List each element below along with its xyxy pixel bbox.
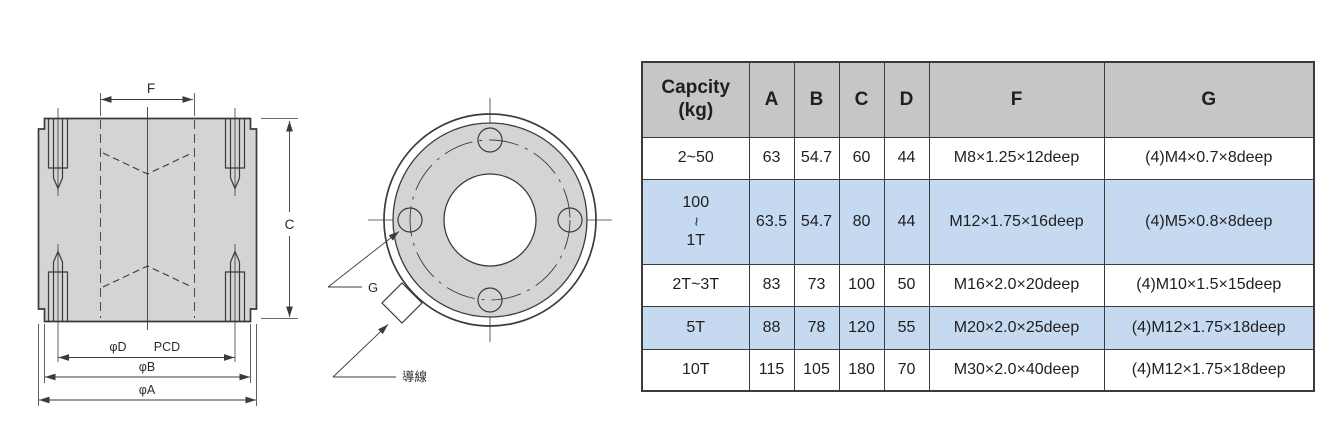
pcd-circle bbox=[409, 139, 571, 301]
cell-f: M20×2.0×25deep bbox=[928, 305, 1105, 350]
cell-capacity: 5T bbox=[641, 305, 750, 350]
cell-c: 180 bbox=[838, 348, 885, 392]
col-header-capacity: Capcity (kg) bbox=[641, 61, 750, 138]
cell-capacity: 100 ~ 1T bbox=[641, 178, 750, 265]
dim-f bbox=[100, 93, 195, 116]
cell-c: 120 bbox=[838, 305, 885, 350]
cell-a: 63 bbox=[748, 136, 795, 180]
center-hole bbox=[443, 173, 537, 267]
cell-a: 83 bbox=[748, 263, 795, 307]
dim-a-label: φA bbox=[139, 383, 156, 397]
col-header-f: F bbox=[928, 61, 1105, 138]
bolt-hole bbox=[397, 207, 423, 233]
cell-capacity: 10T bbox=[641, 348, 750, 392]
cell-d: 44 bbox=[883, 178, 930, 265]
cell-f: M12×1.75×16deep bbox=[928, 178, 1105, 265]
col-header-c: C bbox=[838, 61, 885, 138]
cell-d: 55 bbox=[883, 305, 930, 350]
cell-d: 50 bbox=[883, 263, 930, 307]
cell-g: (4)M12×1.75×18deep bbox=[1103, 348, 1315, 392]
cable-gland bbox=[381, 282, 423, 324]
cell-capacity: 2T~3T bbox=[641, 263, 750, 307]
cell-f: M16×2.0×20deep bbox=[928, 263, 1105, 307]
table-header-row: Capcity (kg) A B C D F G bbox=[641, 61, 1315, 138]
col-header-g: G bbox=[1103, 61, 1315, 138]
cell-b: 54.7 bbox=[793, 178, 840, 265]
table-row: 5T 88 78 120 55 M20×2.0×25deep (4)M12×1.… bbox=[641, 305, 1315, 350]
cell-b: 78 bbox=[793, 305, 840, 350]
cell-d: 44 bbox=[883, 136, 930, 180]
col-header-b: B bbox=[793, 61, 840, 138]
col-header-d: D bbox=[883, 61, 930, 138]
dim-c-label: C bbox=[285, 217, 295, 232]
cell-b: 54.7 bbox=[793, 136, 840, 180]
cell-a: 115 bbox=[748, 348, 795, 392]
dim-b-label: φB bbox=[139, 360, 155, 374]
load-cell-drawings: F C φD PCD φB bbox=[37, 81, 612, 406]
cell-a: 63.5 bbox=[748, 178, 795, 265]
dim-d-label: φD bbox=[109, 340, 126, 354]
outer-circle bbox=[383, 113, 597, 327]
cell-b: 105 bbox=[793, 348, 840, 392]
cell-a: 88 bbox=[748, 305, 795, 350]
capacity-line: 100 bbox=[682, 194, 710, 211]
lead-wire-label: 導線 bbox=[402, 369, 428, 384]
table-row: 100 ~ 1T 63.5 54.7 80 44 M12×1.75×16deep… bbox=[641, 178, 1315, 265]
cell-g: (4)M4×0.7×8deep bbox=[1103, 136, 1315, 180]
dim-f-label: F bbox=[147, 81, 155, 96]
table-row: 10T 115 105 180 70 M30×2.0×40deep (4)M12… bbox=[641, 348, 1315, 392]
bolt-hole bbox=[557, 207, 583, 233]
table-row: 2T~3T 83 73 100 50 M16×2.0×20deep (4)M10… bbox=[641, 263, 1315, 307]
dim-g-label: G bbox=[368, 280, 378, 295]
table-row: 2~50 63 54.7 60 44 M8×1.25×12deep (4)M4×… bbox=[641, 136, 1315, 180]
cone-hidden-line bbox=[102, 152, 193, 175]
cell-f: M30×2.0×40deep bbox=[928, 348, 1105, 392]
cell-f: M8×1.25×12deep bbox=[928, 136, 1105, 180]
tapped-hole bbox=[224, 244, 246, 362]
dim-extension-lines bbox=[38, 324, 257, 406]
cell-capacity: 2~50 bbox=[641, 136, 750, 180]
lead-wire-leader bbox=[332, 324, 396, 378]
cell-g: (4)M5×0.8×8deep bbox=[1103, 178, 1315, 265]
cone-hidden-line bbox=[102, 265, 193, 288]
cell-b: 73 bbox=[793, 263, 840, 307]
cell-g: (4)M12×1.75×18deep bbox=[1103, 305, 1315, 350]
cell-c: 80 bbox=[838, 178, 885, 265]
dim-c bbox=[261, 118, 298, 319]
spec-table: Capcity (kg) A B C D F G 2~50 63 54.7 60… bbox=[641, 61, 1315, 392]
bolt-hole bbox=[477, 127, 503, 153]
cell-g: (4)M10×1.5×15deep bbox=[1103, 263, 1315, 307]
col-header-a: A bbox=[748, 61, 795, 138]
capacity-line: 1T bbox=[686, 232, 706, 249]
top-view-drawing: G 導線 bbox=[327, 98, 612, 384]
g-leader bbox=[327, 231, 400, 288]
dim-pcd-label: PCD bbox=[154, 340, 180, 354]
capacity-line: ~ bbox=[687, 216, 705, 227]
tapped-hole bbox=[47, 244, 69, 362]
bolt-hole bbox=[477, 287, 503, 313]
cell-c: 100 bbox=[838, 263, 885, 307]
tapped-hole bbox=[47, 108, 69, 196]
front-view-drawing: F C φD PCD φB bbox=[37, 81, 298, 406]
tapped-hole bbox=[224, 108, 246, 196]
cell-c: 60 bbox=[838, 136, 885, 180]
cell-d: 70 bbox=[883, 348, 930, 392]
